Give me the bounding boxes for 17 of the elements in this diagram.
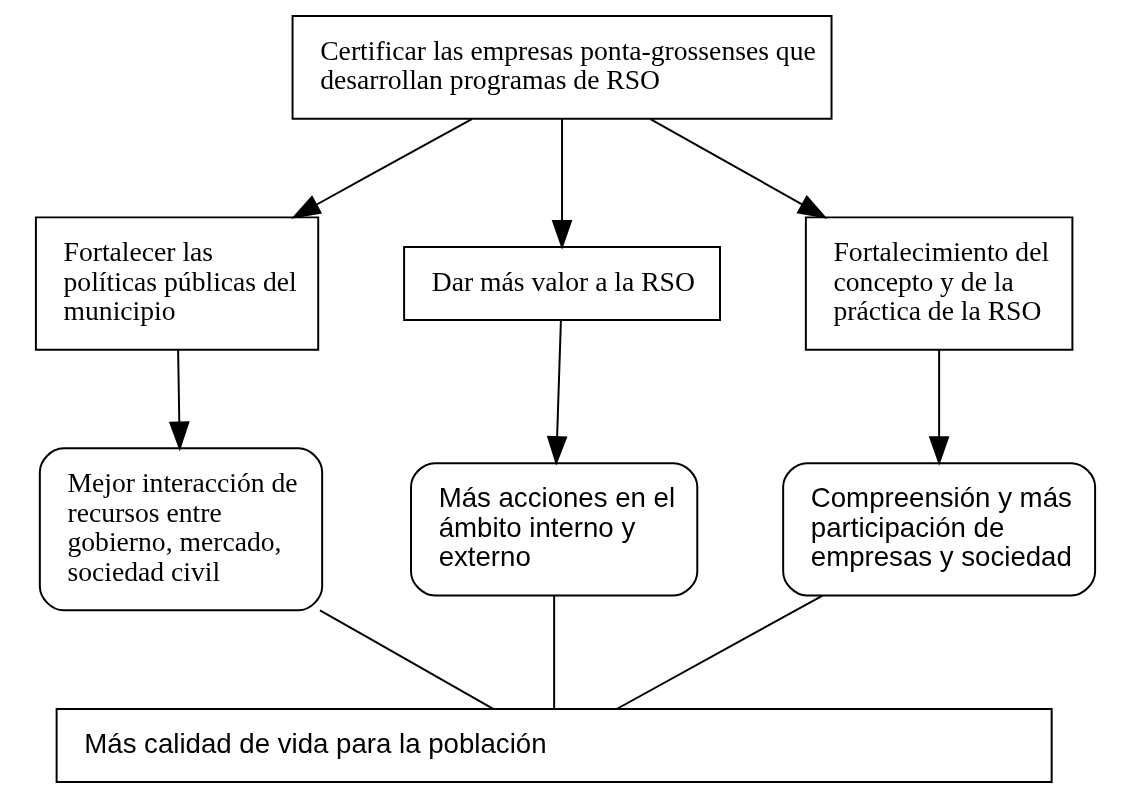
arrow	[928, 348, 949, 466]
node-box: Dar más valor a la RSO	[402, 246, 721, 321]
arrow	[551, 118, 572, 250]
node-box: Certificar las empresas ponta-grossenses que desarrollan programas de RSO	[291, 15, 833, 120]
arrow	[290, 118, 473, 219]
node-box: Fortalecimiento del concepto y de la práctica de la RSO	[804, 216, 1073, 351]
node-box: Fortalecer las políticas públicas del municipio	[34, 216, 319, 351]
node-box: Más calidad de vida para la población	[55, 707, 1053, 783]
arrow	[546, 319, 567, 466]
arrow	[168, 348, 190, 452]
node-box: Mejor interacción de recursos entre gobierno, mercado, sociedad civil	[38, 447, 323, 612]
connector	[318, 609, 494, 710]
node-box: Más acciones en el ámbito interno y externo	[409, 462, 698, 597]
connector	[615, 594, 824, 710]
arrow	[648, 118, 827, 219]
node-box: Compreensión y más participación de empresas y sociedad	[781, 462, 1096, 597]
connector	[552, 594, 555, 710]
